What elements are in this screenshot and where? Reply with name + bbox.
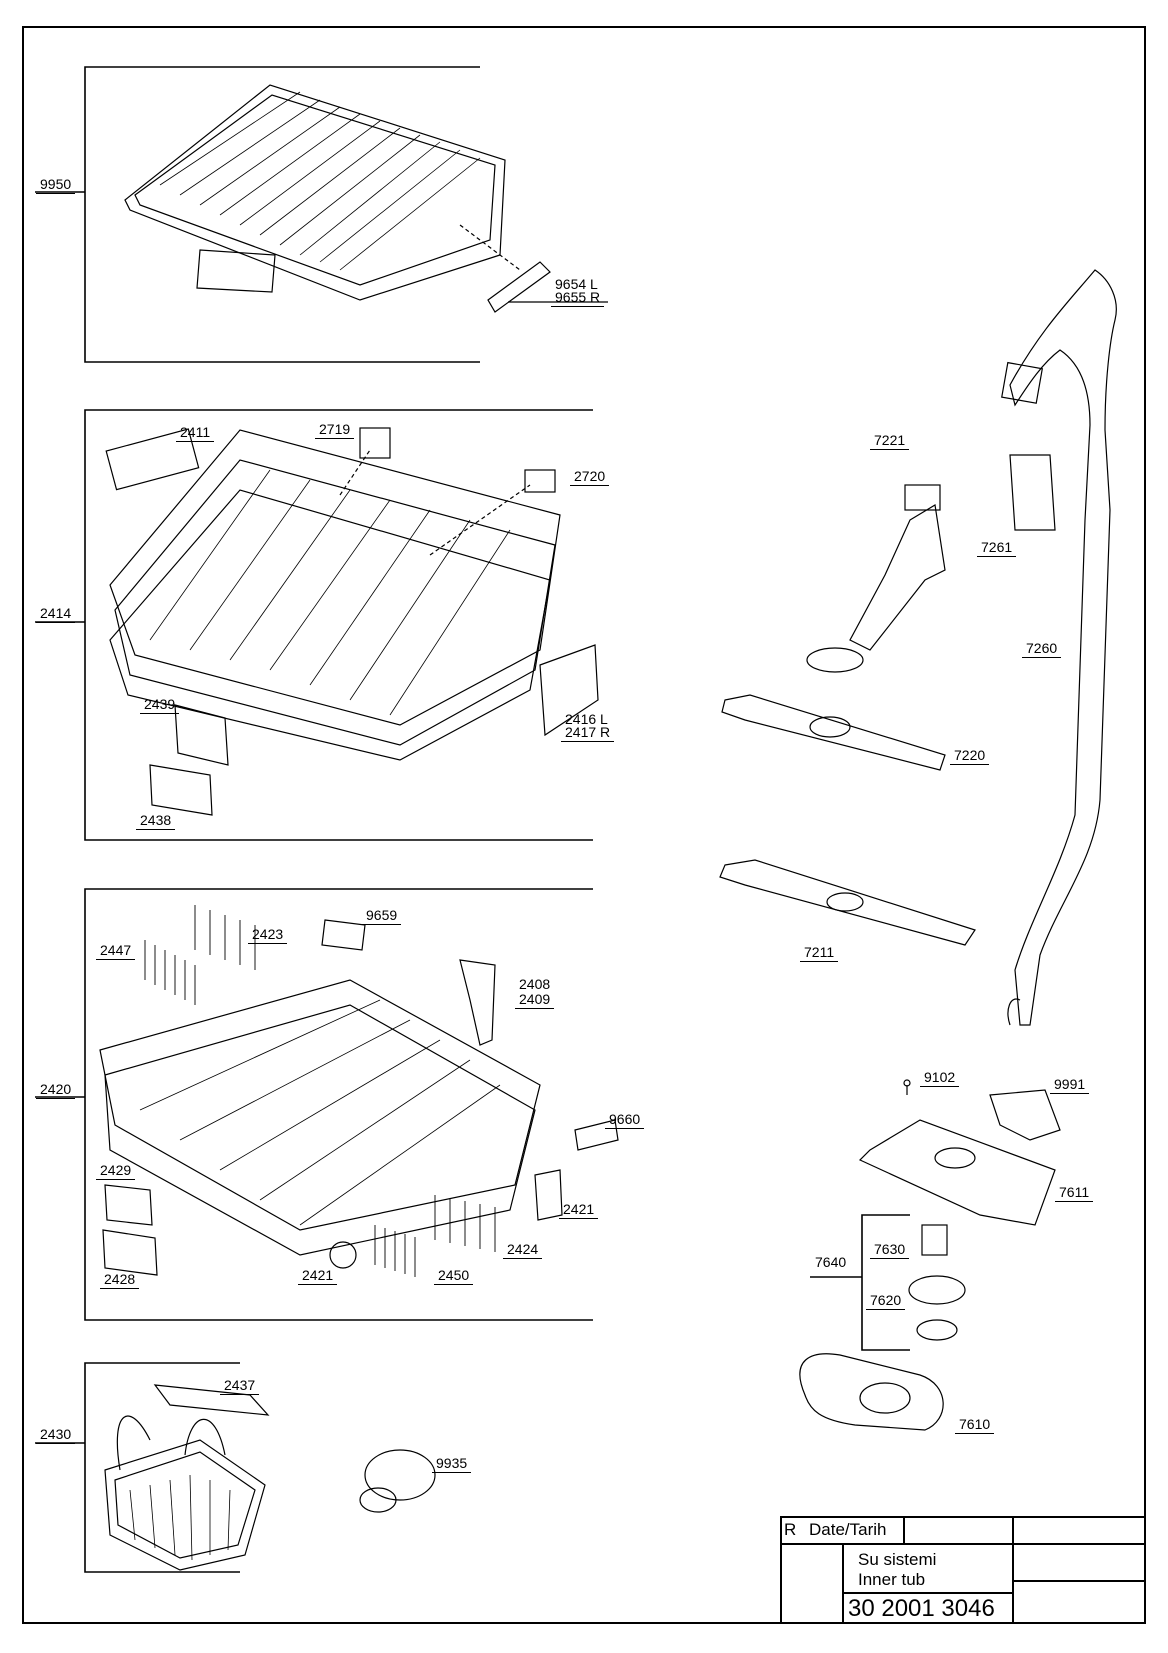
part-label-2720: 2720 xyxy=(570,469,610,486)
part-name-english: Inner tub xyxy=(858,1570,926,1589)
part-label-2416: 2416 L xyxy=(565,711,608,727)
date-header: Date/Tarih xyxy=(809,1520,887,1539)
part-label-9950: 9950 xyxy=(36,177,76,194)
tray-9950 xyxy=(124,84,608,313)
cutlery-basket-2430 xyxy=(104,1384,436,1571)
part-label-2423: 2423 xyxy=(248,927,288,944)
duct-7260 xyxy=(1001,269,1117,1026)
part-label-9655: 9655 R xyxy=(551,290,605,307)
part-label-9660: 9660 xyxy=(605,1112,645,1129)
part-label-2430: 2430 xyxy=(36,1427,76,1444)
part-label-7640: 7640 xyxy=(815,1254,847,1270)
part-label-2414: 2414 xyxy=(36,606,76,623)
spray-arm-7220 xyxy=(721,694,946,771)
part-label-7211: 7211 xyxy=(800,945,839,962)
spray-arm-7211 xyxy=(719,859,976,946)
part-name-turkish: Su sistemi xyxy=(858,1550,937,1569)
part-label-2421-right: 2421 xyxy=(559,1202,599,1219)
part-label-7221: 7221 xyxy=(870,433,910,450)
part-label-2421-bottom: 2421 xyxy=(298,1268,338,1285)
part-label-2719: 2719 xyxy=(315,422,355,439)
upper-basket-2414 xyxy=(105,427,599,816)
part-label-7261: 7261 xyxy=(977,540,1017,557)
part-label-2428: 2428 xyxy=(100,1272,140,1289)
part-label-9935: 9935 xyxy=(432,1456,472,1473)
part-label-2447: 2447 xyxy=(96,943,136,960)
lower-basket-2420 xyxy=(99,905,619,1277)
revision-header: R xyxy=(784,1520,797,1539)
part-label-7620: 7620 xyxy=(866,1293,906,1310)
part-label-2408: 2408 xyxy=(519,976,551,992)
drawing-border xyxy=(22,26,1146,1624)
part-label-9654: 9654 L xyxy=(555,276,598,292)
part-label-7610: 7610 xyxy=(955,1417,995,1434)
part-label-2437: 2437 xyxy=(220,1378,260,1395)
part-label-7260: 7260 xyxy=(1022,641,1062,658)
part-label-2450: 2450 xyxy=(434,1268,474,1285)
part-label-2411: 2411 xyxy=(176,425,215,442)
part-label-9991: 9991 xyxy=(1050,1077,1090,1094)
group-brackets xyxy=(35,66,910,1573)
part-label-2417: 2417 R xyxy=(561,725,615,742)
part-label-9102: 9102 xyxy=(920,1070,960,1087)
part-label-7220: 7220 xyxy=(950,748,990,765)
sump-assembly xyxy=(799,1079,1061,1431)
part-label-9659: 9659 xyxy=(362,908,402,925)
part-label-2429: 2429 xyxy=(96,1163,136,1180)
part-label-7630: 7630 xyxy=(870,1242,910,1259)
part-label-2438: 2438 xyxy=(136,813,176,830)
part-label-7611: 7611 xyxy=(1055,1185,1094,1202)
spray-arm-7221 xyxy=(806,484,946,673)
part-label-2424: 2424 xyxy=(503,1242,543,1259)
part-label-2409: 2409 xyxy=(515,992,555,1009)
part-label-2439: 2439 xyxy=(140,697,180,714)
part-label-2420: 2420 xyxy=(36,1082,76,1099)
document-number: 30 2001 3046 xyxy=(848,1595,995,1622)
